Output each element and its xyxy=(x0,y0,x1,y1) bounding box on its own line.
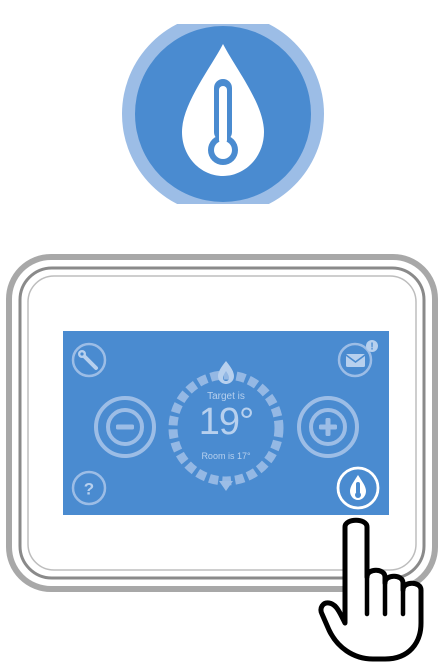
wrench-icon xyxy=(78,350,96,368)
water-thermometer-icon xyxy=(350,475,366,500)
settings-button[interactable] xyxy=(71,342,107,378)
hot-water-button[interactable] xyxy=(335,465,381,511)
message-badge-text: ! xyxy=(370,342,373,353)
room-temperature-label: Room is 17° xyxy=(63,451,389,461)
help-button[interactable]: ? xyxy=(71,470,107,506)
hand-pointer-icon xyxy=(318,510,442,666)
help-icon: ? xyxy=(84,480,94,499)
target-temperature: 19° xyxy=(63,402,389,442)
dial-pointer xyxy=(219,481,233,491)
envelope-icon xyxy=(346,354,365,367)
hot-water-logo-icon xyxy=(122,24,324,204)
messages-button[interactable]: ! xyxy=(335,339,383,379)
thermostat-screen: ! ? Target is 19° Room is 17° xyxy=(63,331,389,515)
